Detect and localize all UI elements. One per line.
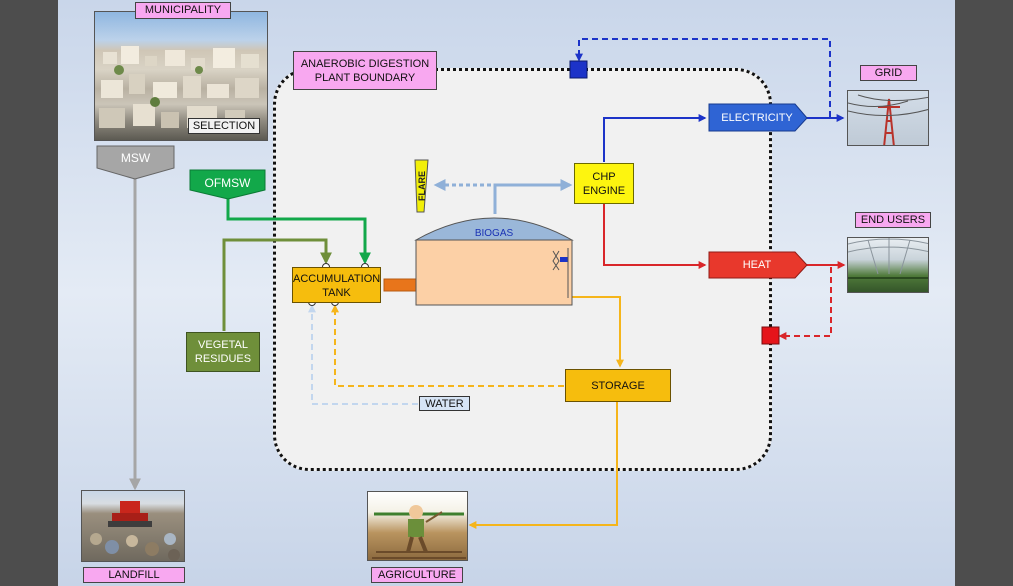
flare-label: FLARE (417, 171, 427, 201)
vegetal-residues-box: VEGETAL RESIDUES (186, 332, 260, 372)
storage-to-agriculture-arrow (468, 402, 618, 529)
chp-to-electricity-arrow (603, 114, 707, 162)
chp-label-line1: CHP (592, 171, 616, 183)
vegetal-to-tank-arrow (222, 238, 332, 331)
biogas-label: BIOGAS (474, 228, 514, 239)
flow-connectors (96, 38, 846, 529)
plant-boundary-label: ANAEROBIC DIGESTION PLANT BOUNDARY (293, 51, 437, 90)
electricity-shape (708, 103, 808, 132)
heat-meter-icon (761, 326, 780, 345)
grid-feedback-dashed (575, 38, 831, 117)
vegetal-label-line2: RESIDUES (194, 353, 252, 365)
vegetal-label-line1: VEGETAL (198, 339, 248, 351)
chp-engine-box: CHP ENGINE (574, 163, 634, 204)
grid-label: GRID (860, 65, 917, 81)
chp-label-line2: ENGINE (582, 185, 626, 197)
digester-body (415, 239, 573, 306)
endusers-feedback-dashed (778, 267, 832, 340)
digester-to-storage-arrow (572, 296, 624, 368)
biogas-to-chp-arrow (493, 179, 573, 214)
ofmsw-to-tank-arrow (226, 198, 371, 265)
storage-box: STORAGE (565, 369, 671, 402)
chp-to-heat-arrow (603, 204, 707, 269)
accumulation-label-line2: TANK (322, 287, 351, 299)
electricity-meter-icon (569, 60, 588, 79)
electricity-label: ELECTRICITY (721, 112, 793, 124)
accumulation-label-line1: ACCUMULATION (293, 273, 381, 285)
digester-dome (414, 217, 574, 241)
selection-label: SELECTION (188, 118, 260, 134)
water-to-tank-dashed (308, 304, 418, 405)
diagram-canvas: MUNICIPALITY SELECTION MSW OFMSW VEGETAL… (58, 0, 955, 586)
accumulation-tank-box: ACCUMULATION TANK (292, 267, 381, 303)
agriculture-label: AGRICULTURE (371, 567, 463, 583)
ofmsw-shape (189, 169, 266, 200)
water-label: WATER (419, 396, 470, 411)
boundary-label-line1: ANAEROBIC DIGESTION (300, 58, 430, 70)
level-indicator-icon (560, 257, 568, 262)
msw-label: MSW (120, 151, 151, 165)
grid-photo (847, 90, 929, 146)
storage-recirculation-dashed (331, 304, 564, 387)
end-users-photo (847, 237, 929, 293)
landfill-photo (81, 490, 185, 562)
landfill-label: LANDFILL (83, 567, 185, 583)
heat-label: HEAT (742, 259, 772, 271)
msw-shape (96, 145, 175, 180)
flare-shape (414, 159, 429, 213)
agriculture-photo (367, 491, 468, 561)
ofmsw-label: OFMSW (204, 176, 251, 190)
end-users-label: END USERS (855, 212, 931, 228)
level-valve-icon (552, 250, 560, 271)
boundary-label-line2: PLANT BOUNDARY (314, 72, 416, 84)
municipality-label: MUNICIPALITY (135, 2, 231, 19)
heat-shape (708, 251, 808, 279)
